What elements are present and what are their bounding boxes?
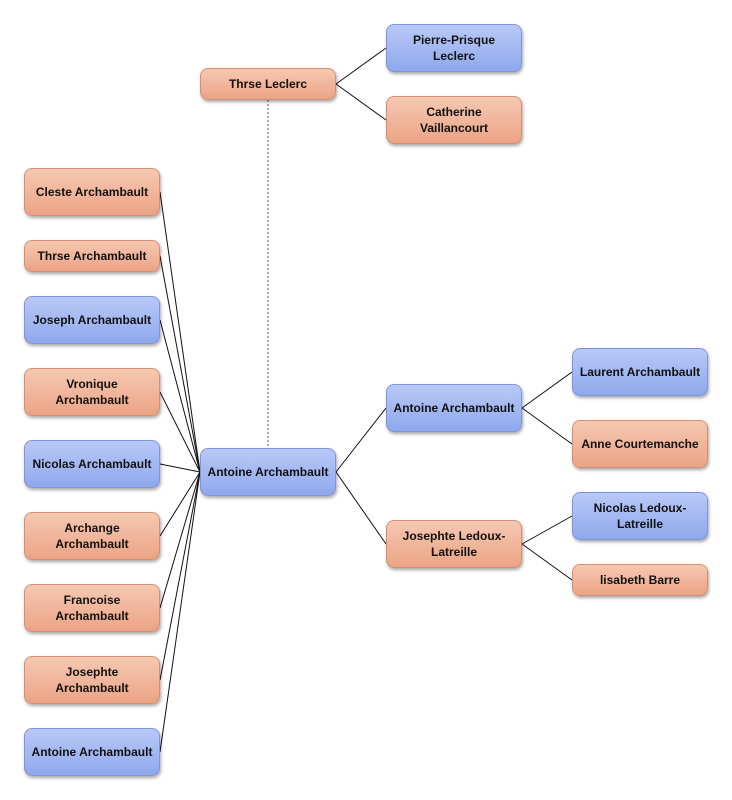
person-name: Antoine Archambault <box>31 745 153 759</box>
person-name: Josephte Ledoux-Latreille <box>402 529 506 559</box>
person-mother[interactable]: Josephte Ledoux-Latreille <box>386 520 522 568</box>
person-child[interactable]: Josephte Archambault <box>24 656 160 704</box>
person-name: Thrse Archambault <box>37 249 147 263</box>
person-paternal-grandmother[interactable]: Anne Courtemanche <box>572 420 708 468</box>
person-child[interactable]: Antoine Archambault <box>24 728 160 776</box>
person-name: Catherine Vaillancourt <box>419 105 489 135</box>
child-connector-line <box>159 471 201 753</box>
person-name: Francoise Archambault <box>55 593 129 623</box>
person-child[interactable]: Thrse Archambault <box>24 240 160 272</box>
person-name: Antoine Archambault <box>393 401 515 415</box>
person-paternal-grandfather[interactable]: Laurent Archambault <box>572 348 708 396</box>
child-connector-line <box>159 319 201 473</box>
parent-connector-line <box>521 515 573 545</box>
child-connector-line <box>159 471 201 609</box>
person-spouse-mother[interactable]: Catherine Vaillancourt <box>386 96 522 144</box>
person-child[interactable]: Francoise Archambault <box>24 584 160 632</box>
person-name: Anne Courtemanche <box>581 437 699 451</box>
person-name: Cleste Archambault <box>35 185 149 199</box>
person-spouse[interactable]: Thrse Leclerc <box>200 68 336 100</box>
child-connector-line <box>159 471 201 681</box>
person-child[interactable]: Vronique Archambault <box>24 368 160 416</box>
parent-connector-line <box>521 407 573 445</box>
person-name: Josephte Archambault <box>55 665 129 695</box>
person-child[interactable]: Nicolas Archambault <box>24 440 160 488</box>
person-name: Antoine Archambault <box>207 465 329 479</box>
person-name: Pierre-Prisque Leclerc <box>412 33 496 63</box>
person-name: Thrse Leclerc <box>228 77 308 91</box>
person-name: Laurent Archambault <box>579 365 701 379</box>
child-connector-line <box>159 463 201 473</box>
parent-connector-line <box>335 471 387 545</box>
person-name: Vronique Archambault <box>55 377 129 407</box>
person-name: Joseph Archambault <box>32 313 152 327</box>
person-child[interactable]: Joseph Archambault <box>24 296 160 344</box>
child-connector-line <box>159 391 201 473</box>
person-maternal-grandmother[interactable]: lisabeth Barre <box>572 564 708 596</box>
person-father[interactable]: Antoine Archambault <box>386 384 522 432</box>
parent-connector-line <box>521 371 573 409</box>
person-name: Archange Archambault <box>55 521 129 551</box>
person-name: Nicolas Archambault <box>32 457 152 471</box>
child-connector-line <box>159 255 201 473</box>
parent-connector-line <box>335 47 387 85</box>
parent-connector-line <box>335 407 387 473</box>
parent-connector-line <box>335 83 387 121</box>
child-connector-line <box>159 191 201 473</box>
person-name: Nicolas Ledoux-Latreille <box>593 501 687 531</box>
person-spouse-father[interactable]: Pierre-Prisque Leclerc <box>386 24 522 72</box>
person-child[interactable]: Cleste Archambault <box>24 168 160 216</box>
person-root[interactable]: Antoine Archambault <box>200 448 336 496</box>
parent-connector-line <box>521 543 573 581</box>
person-child[interactable]: Archange Archambault <box>24 512 160 560</box>
person-name: lisabeth Barre <box>599 573 681 587</box>
child-connector-line <box>159 471 201 537</box>
person-maternal-grandfather[interactable]: Nicolas Ledoux-Latreille <box>572 492 708 540</box>
